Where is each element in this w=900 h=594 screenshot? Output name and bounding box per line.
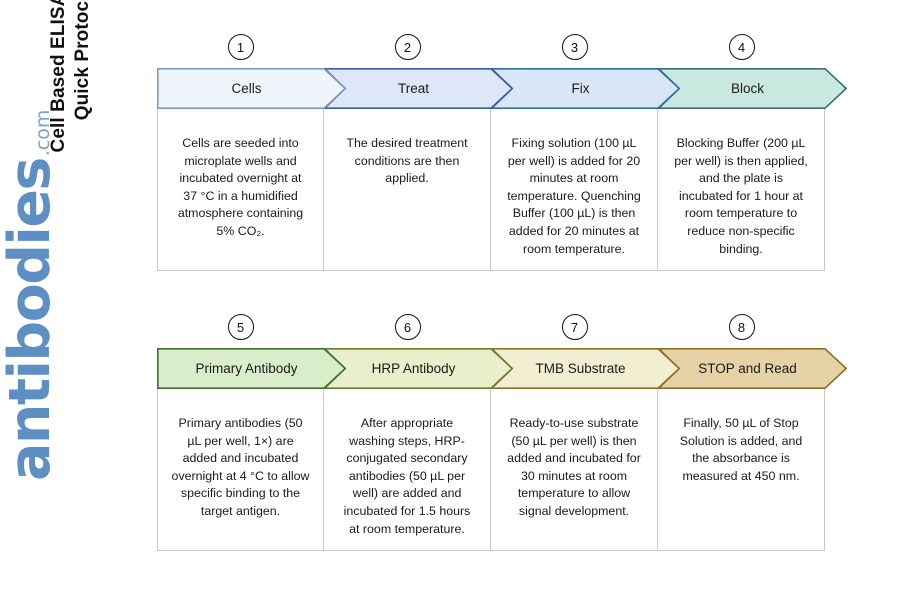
description-cell-6: After appropriate washing steps, HRP-con… xyxy=(324,389,491,551)
description-text-5: Primary antibodies (50 µL per well, 1×) … xyxy=(171,416,310,519)
step-number-label: 5 xyxy=(236,319,245,335)
step-number-4: 4 xyxy=(728,34,755,60)
chevron-step-3[interactable]: Fix xyxy=(491,68,680,109)
step-number-1: 1 xyxy=(227,34,254,60)
description-text-1: Cells are seeded into microplate wells a… xyxy=(177,136,304,239)
step-number-label: 3 xyxy=(570,39,579,55)
brand-logo-tld: .com xyxy=(32,109,54,157)
step-number-7: 7 xyxy=(561,314,588,340)
description-band-1: Cells are seeded into microplate wells a… xyxy=(157,109,825,271)
protocol-flow-row-2: 5 6 7 8 Primary Antibody HRP Antibody TMB Sub… xyxy=(157,314,847,551)
description-cell-4: Blocking Buffer (200 µL per well) is the… xyxy=(658,109,825,271)
chevron-label-4: Block xyxy=(730,81,764,96)
description-text-8: Finally, 50 µL of Stop Solution is added… xyxy=(679,416,803,483)
step-number-3: 3 xyxy=(561,34,588,60)
description-cell-1: Cells are seeded into microplate wells a… xyxy=(157,109,324,271)
description-cell-3: Fixing solution (100 µL per well) is add… xyxy=(491,109,658,271)
step-number-label: 2 xyxy=(403,39,412,55)
step-number-label: 6 xyxy=(403,319,412,335)
chevron-label-1: Cells xyxy=(231,81,262,96)
description-cell-8: Finally, 50 µL of Stop Solution is added… xyxy=(658,389,825,551)
chevron-band-1: Cells Treat Fix Block xyxy=(157,68,847,109)
description-text-2: The desired treatment conditions are the… xyxy=(346,136,468,186)
step-number-strip-1: 1 2 3 4 xyxy=(157,34,825,68)
chevron-step-5[interactable]: Primary Antibody xyxy=(157,348,346,389)
chevron-label-5: Primary Antibody xyxy=(195,361,298,376)
step-number-label: 8 xyxy=(737,319,746,335)
step-number-2: 2 xyxy=(394,34,421,60)
step-number-5: 5 xyxy=(227,314,254,340)
chevron-step-1[interactable]: Cells xyxy=(157,68,346,109)
chevron-step-6[interactable]: HRP Antibody xyxy=(324,348,513,389)
description-text-4: Blocking Buffer (200 µL per well) is the… xyxy=(674,136,808,256)
chevron-label-8: STOP and Read xyxy=(698,361,797,376)
description-text-3: Fixing solution (100 µL per well) is add… xyxy=(507,136,641,256)
chevron-label-2: Treat xyxy=(397,81,429,96)
step-number-6: 6 xyxy=(394,314,421,340)
chevron-step-8[interactable]: STOP and Read xyxy=(658,348,847,389)
description-text-7: Ready-to-use substrate (50 µL per well) … xyxy=(507,416,641,519)
page-title-line-2: Quick Protocol xyxy=(72,0,93,121)
description-band-2: Primary antibodies (50 µL per well, 1×) … xyxy=(157,389,825,551)
chevron-step-7[interactable]: TMB Substrate xyxy=(491,348,680,389)
description-text-6: After appropriate washing steps, HRP-con… xyxy=(343,416,471,536)
chevron-band-2: Primary Antibody HRP Antibody TMB Substrat… xyxy=(157,348,847,389)
description-cell-7: Ready-to-use substrate (50 µL per well) … xyxy=(491,389,658,551)
chevron-label-7: TMB Substrate xyxy=(535,361,626,376)
description-cell-2: The desired treatment conditions are the… xyxy=(324,109,491,271)
chevron-label-6: HRP Antibody xyxy=(371,361,456,376)
brand-logo: antibodies .com xyxy=(0,110,102,485)
chevron-step-4[interactable]: Block xyxy=(658,68,847,109)
step-number-8: 8 xyxy=(728,314,755,340)
step-number-strip-2: 5 6 7 8 xyxy=(157,314,825,348)
step-number-label: 1 xyxy=(236,39,245,55)
protocol-flow-row-1: 1 2 3 4 Cells Treat Fix Block Cells are seeded… xyxy=(157,34,847,271)
step-number-label: 7 xyxy=(570,319,579,335)
chevron-label-3: Fix xyxy=(571,81,590,96)
description-cell-5: Primary antibodies (50 µL per well, 1×) … xyxy=(157,389,324,551)
step-number-label: 4 xyxy=(737,39,746,55)
chevron-step-2[interactable]: Treat xyxy=(324,68,513,109)
brand-logo-word: antibodies xyxy=(0,158,63,481)
